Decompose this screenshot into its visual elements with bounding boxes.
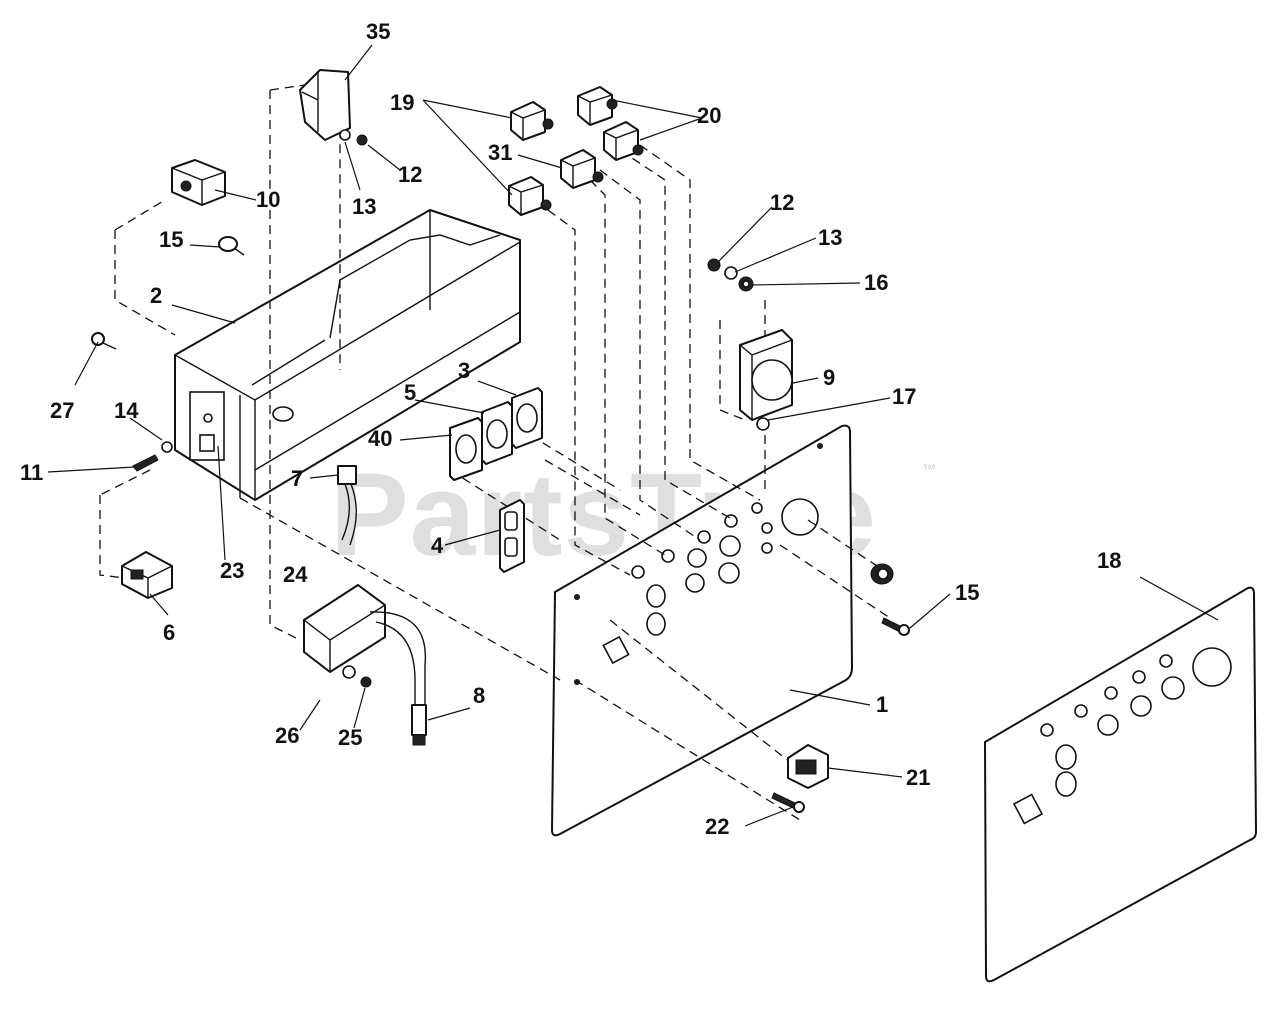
callout-4: 4 — [431, 533, 444, 558]
chassis-box — [174, 209, 521, 501]
callout-19: 19 — [390, 90, 414, 115]
callout-9: 9 — [823, 365, 835, 390]
callout-11: 11 — [20, 460, 43, 485]
part-6-switch — [121, 551, 173, 599]
part-22-screw — [771, 792, 805, 813]
callout-24: 24 — [283, 562, 308, 587]
parts-3-5-40-receptacles — [449, 387, 543, 481]
callout-12-upper: 12 — [398, 162, 422, 187]
part-20-breaker-lower — [603, 121, 644, 161]
watermark-trademark: ™ — [922, 461, 936, 477]
callout-7: 7 — [291, 466, 303, 491]
callout-14: 14 — [114, 398, 139, 423]
callout-20: 20 — [697, 103, 721, 128]
callout-10: 10 — [256, 187, 280, 212]
part-4-outlet — [499, 499, 525, 573]
callout-2: 2 — [150, 283, 162, 308]
callout-5: 5 — [404, 380, 416, 405]
part-11-screw — [132, 441, 173, 472]
part-35-breaker — [299, 69, 368, 146]
part-15-screw-right — [881, 617, 910, 636]
callout-23: 23 — [220, 558, 244, 583]
part-10-breaker — [171, 159, 226, 206]
callout-3: 3 — [458, 358, 470, 383]
callout-21: 21 — [906, 765, 930, 790]
assembly-lines — [99, 79, 891, 821]
callout-25: 25 — [338, 725, 362, 750]
callout-6: 6 — [163, 620, 175, 645]
callout-15-right: 15 — [955, 580, 979, 605]
callout-8: 8 — [473, 683, 485, 708]
callout-16: 16 — [864, 270, 888, 295]
part-17-nut — [756, 417, 770, 431]
callout-26: 26 — [275, 723, 299, 748]
part-15-screw — [218, 236, 245, 256]
callout-40: 40 — [368, 426, 392, 451]
part-grommet — [870, 563, 894, 585]
part-31-breaker — [560, 149, 604, 189]
part-21-switch — [787, 744, 829, 789]
part-19-breaker-upper — [510, 101, 554, 141]
part-9-receptacle — [739, 329, 793, 421]
part-24-module — [303, 584, 427, 710]
callout-22: 22 — [705, 814, 729, 839]
parts-12-13-16-hardware — [707, 258, 754, 292]
part-20-breaker-upper — [577, 86, 618, 126]
callout-17: 17 — [892, 384, 916, 409]
part-27-screw — [91, 332, 117, 350]
callout-35: 35 — [366, 19, 390, 44]
callout-27: 27 — [50, 398, 74, 423]
callout-18: 18 — [1097, 548, 1121, 573]
front-panel — [551, 424, 853, 837]
callout-12-right: 12 — [770, 190, 794, 215]
callout-1: 1 — [876, 692, 888, 717]
callout-labels: 35 19 20 31 12 13 10 15 2 27 14 11 23 24… — [20, 19, 1121, 839]
part-19-breaker-lower — [508, 176, 552, 216]
callout-13-right: 13 — [818, 225, 842, 250]
callout-13-upper: 13 — [352, 194, 376, 219]
part-8-sensor — [411, 704, 427, 746]
rear-panel — [984, 586, 1257, 983]
callout-31: 31 — [488, 140, 512, 165]
leader-lines — [47, 44, 1219, 827]
callout-15-upper: 15 — [159, 227, 183, 252]
